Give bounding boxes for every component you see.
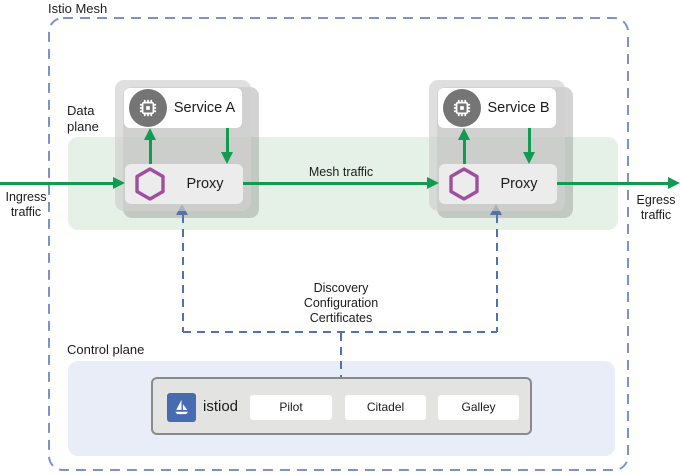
istiod-box: istiod Pilot Citadel Galley xyxy=(151,377,532,435)
ingress-traffic-label: Ingress traffic xyxy=(5,190,47,219)
istiod-component-galley: Galley xyxy=(438,395,519,420)
mesh-traffic-label: Mesh traffic xyxy=(308,165,374,179)
service-b-to-proxy-b-arrowhead-icon xyxy=(523,152,535,164)
proxy-b-control-connector xyxy=(496,215,498,332)
ingress-arrow-line xyxy=(0,182,113,185)
proxy-b-to-service-b-arrowhead-icon xyxy=(458,128,470,140)
istiod-component-pilot: Pilot xyxy=(250,395,332,420)
hexagon-icon xyxy=(447,165,481,203)
mesh-traffic-arrow-line xyxy=(243,182,427,185)
egress-arrow-line xyxy=(557,182,668,185)
istiod-label: istiod xyxy=(203,398,239,415)
service-b-box: Service B xyxy=(438,88,556,128)
service-a-to-proxy-a-line xyxy=(226,128,229,152)
service-b-to-proxy-b-line xyxy=(528,128,531,152)
proxy-a-box: Proxy xyxy=(125,164,243,204)
service-a-to-proxy-a-arrowhead-icon xyxy=(221,152,233,164)
service-a-label: Service A xyxy=(173,100,236,116)
data-plane-label: Data plane xyxy=(67,103,99,134)
proxy-a-to-service-a-arrowhead-icon xyxy=(144,128,156,140)
hexagon-icon xyxy=(133,165,167,203)
service-a-box: Service A xyxy=(124,88,242,128)
sailboat-icon xyxy=(167,393,196,422)
istio-mesh-label: Istio Mesh xyxy=(48,1,108,16)
mesh-traffic-arrowhead-icon xyxy=(427,177,439,189)
ingress-arrowhead-icon xyxy=(113,177,125,189)
discovery-configuration-certificates-label: Discovery Configuration Certificates xyxy=(303,281,379,325)
proxy-b-label: Proxy xyxy=(500,176,538,192)
istiod-control-connector xyxy=(340,333,342,377)
egress-arrowhead-icon xyxy=(668,177,680,189)
istiod-component-citadel: Citadel xyxy=(345,395,426,420)
proxy-b-to-service-b-line xyxy=(463,140,466,164)
control-plane-label: Control plane xyxy=(67,342,145,357)
microchip-icon xyxy=(443,89,481,127)
proxy-b-box: Proxy xyxy=(439,164,557,204)
proxy-a-label: Proxy xyxy=(186,176,224,192)
control-connector-horizontal xyxy=(183,331,497,333)
microchip-icon xyxy=(129,89,167,127)
service-b-label: Service B xyxy=(487,100,550,116)
egress-traffic-label: Egress traffic xyxy=(636,193,676,222)
proxy-a-control-connector xyxy=(182,215,184,332)
proxy-a-to-service-a-line xyxy=(149,140,152,164)
